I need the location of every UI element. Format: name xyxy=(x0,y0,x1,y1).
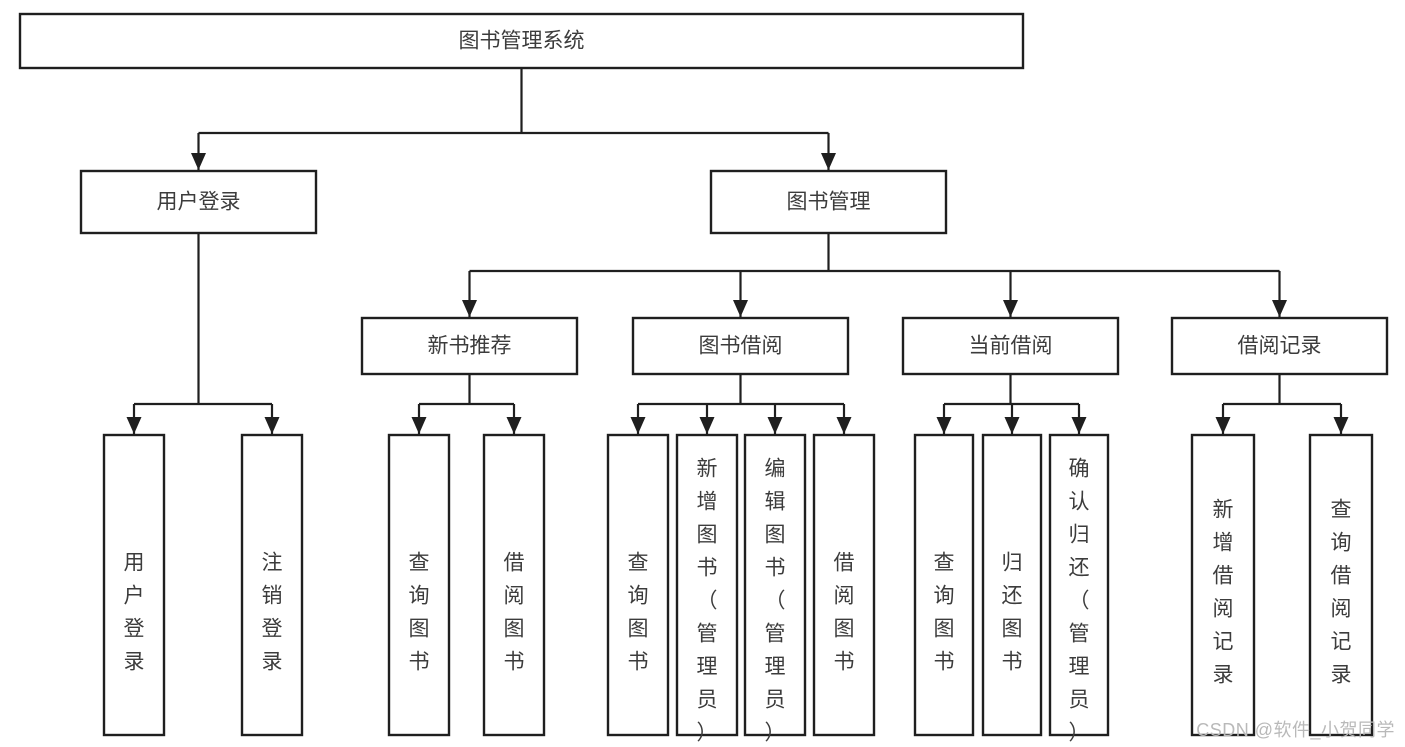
node-leaf-borrow-book-2[interactable]: 借阅图书 xyxy=(812,433,876,737)
connector-layer xyxy=(126,68,1349,434)
arrow-head-icon xyxy=(1272,300,1287,317)
node-leaf-user-login[interactable]: 用户登录 xyxy=(102,433,166,737)
node-new-book-recommend[interactable]: 新书推荐 xyxy=(360,316,579,376)
node-leaf-borrow-book-1[interactable]: 借阅图书 xyxy=(482,433,546,737)
node-user-login[interactable]: 用户登录 xyxy=(79,169,318,235)
edges-new-book-recommend-to-leaves xyxy=(411,374,522,434)
arrow-head-icon xyxy=(462,300,477,317)
arrow-head-icon xyxy=(936,417,952,434)
arrow-head-icon xyxy=(1004,417,1020,434)
node-label-leaf-user-login: 用户登录 xyxy=(124,551,145,673)
node-label-leaf-return-book: 归还图书 xyxy=(1002,551,1023,673)
node-box-leaf-confirm-return-admin xyxy=(1048,433,1110,737)
node-label-leaf-query-book-2: 查询图书 xyxy=(628,551,649,673)
node-box-leaf-query-book-1 xyxy=(387,433,451,737)
arrow-head-icon xyxy=(1333,417,1349,434)
node-box-leaf-borrow-book-1 xyxy=(482,433,546,737)
node-label-current-borrow: 当前借阅 xyxy=(969,335,1053,358)
node-box-leaf-borrow-book-2 xyxy=(812,433,876,737)
node-leaf-query-book-3[interactable]: 查询图书 xyxy=(913,433,975,737)
node-label-leaf-query-book-1: 查询图书 xyxy=(409,551,430,673)
node-leaf-logout[interactable]: 注销登录 xyxy=(240,433,304,737)
node-label-leaf-add-borrow-record: 新增借阅记录 xyxy=(1213,498,1234,686)
node-box-root xyxy=(18,12,1025,70)
node-label-leaf-borrow-book-1: 借阅图书 xyxy=(504,551,525,673)
edges-borrow-record-to-leaves xyxy=(1215,374,1349,434)
node-box-leaf-add-book-admin xyxy=(675,433,739,737)
edges-root-to-level2 xyxy=(191,68,836,170)
arrow-head-icon xyxy=(1215,417,1231,434)
node-label-book-manage: 图书管理 xyxy=(787,191,871,214)
node-label-leaf-query-book-3: 查询图书 xyxy=(934,551,955,673)
node-box-current-borrow xyxy=(901,316,1120,376)
node-box-book-borrow xyxy=(631,316,850,376)
node-label-new-book-recommend: 新书推荐 xyxy=(428,335,512,358)
arrow-head-icon xyxy=(767,417,783,434)
arrow-head-icon xyxy=(630,417,646,434)
node-label-leaf-query-borrow-record: 查询借阅记录 xyxy=(1331,498,1352,686)
arrow-head-icon xyxy=(411,417,427,434)
node-box-leaf-logout xyxy=(240,433,304,737)
node-box-leaf-return-book xyxy=(981,433,1043,737)
node-box-user-login xyxy=(79,169,318,235)
node-label-leaf-logout: 注销登录 xyxy=(262,551,283,673)
node-leaf-add-borrow-record[interactable]: 新增借阅记录 xyxy=(1190,433,1256,737)
arrow-head-icon xyxy=(1003,300,1018,317)
node-leaf-confirm-return-admin[interactable]: 确认归还（管理员） xyxy=(1048,433,1110,744)
node-leaf-edit-book-admin[interactable]: 编辑图书（管理员） xyxy=(743,433,807,744)
arrow-head-icon xyxy=(733,300,748,317)
arrow-head-icon xyxy=(836,417,852,434)
node-borrow-record[interactable]: 借阅记录 xyxy=(1170,316,1389,376)
node-leaf-return-book[interactable]: 归还图书 xyxy=(981,433,1043,737)
node-box-book-manage xyxy=(709,169,948,235)
edges-bookmanage-to-level3 xyxy=(462,233,1287,317)
arrow-head-icon xyxy=(821,153,836,170)
node-box-borrow-record xyxy=(1170,316,1389,376)
node-label-leaf-add-book-admin: 新增图书（管理员） xyxy=(697,457,718,744)
node-box-leaf-add-borrow-record xyxy=(1190,433,1256,737)
node-box-leaf-query-borrow-record xyxy=(1308,433,1374,737)
node-current-borrow[interactable]: 当前借阅 xyxy=(901,316,1120,376)
arrow-head-icon xyxy=(699,417,715,434)
node-root[interactable]: 图书管理系统 xyxy=(18,12,1025,70)
node-box-leaf-edit-book-admin xyxy=(743,433,807,737)
node-book-manage[interactable]: 图书管理 xyxy=(709,169,948,235)
edges-user-login-to-leaves xyxy=(126,233,280,434)
node-label-book-borrow: 图书借阅 xyxy=(699,335,783,358)
node-leaf-query-book-2[interactable]: 查询图书 xyxy=(606,433,670,737)
node-label-borrow-record: 借阅记录 xyxy=(1238,335,1322,358)
arrow-head-icon xyxy=(506,417,522,434)
node-label-leaf-confirm-return-admin: 确认归还（管理员） xyxy=(1069,457,1090,744)
node-leaf-add-book-admin[interactable]: 新增图书（管理员） xyxy=(675,433,739,744)
node-label-root: 图书管理系统 xyxy=(459,30,585,53)
node-leaf-query-book-1[interactable]: 查询图书 xyxy=(387,433,451,737)
edges-book-borrow-to-leaves xyxy=(630,374,852,434)
node-leaf-query-borrow-record[interactable]: 查询借阅记录 xyxy=(1308,433,1374,737)
node-box-new-book-recommend xyxy=(360,316,579,376)
edges-current-borrow-to-leaves xyxy=(936,374,1087,434)
arrow-head-icon xyxy=(264,417,280,434)
arrow-head-icon xyxy=(1071,417,1087,434)
node-layer: 图书管理系统用户登录图书管理新书推荐图书借阅当前借阅借阅记录用户登录注销登录查询… xyxy=(18,12,1389,744)
node-label-leaf-edit-book-admin: 编辑图书（管理员） xyxy=(765,457,786,744)
arrow-head-icon xyxy=(191,153,206,170)
node-box-leaf-query-book-3 xyxy=(913,433,975,737)
arrow-head-icon xyxy=(126,417,142,434)
node-book-borrow[interactable]: 图书借阅 xyxy=(631,316,850,376)
node-box-leaf-user-login xyxy=(102,433,166,737)
node-label-leaf-borrow-book-2: 借阅图书 xyxy=(834,551,855,673)
node-box-leaf-query-book-2 xyxy=(606,433,670,737)
node-label-user-login: 用户登录 xyxy=(157,191,241,214)
